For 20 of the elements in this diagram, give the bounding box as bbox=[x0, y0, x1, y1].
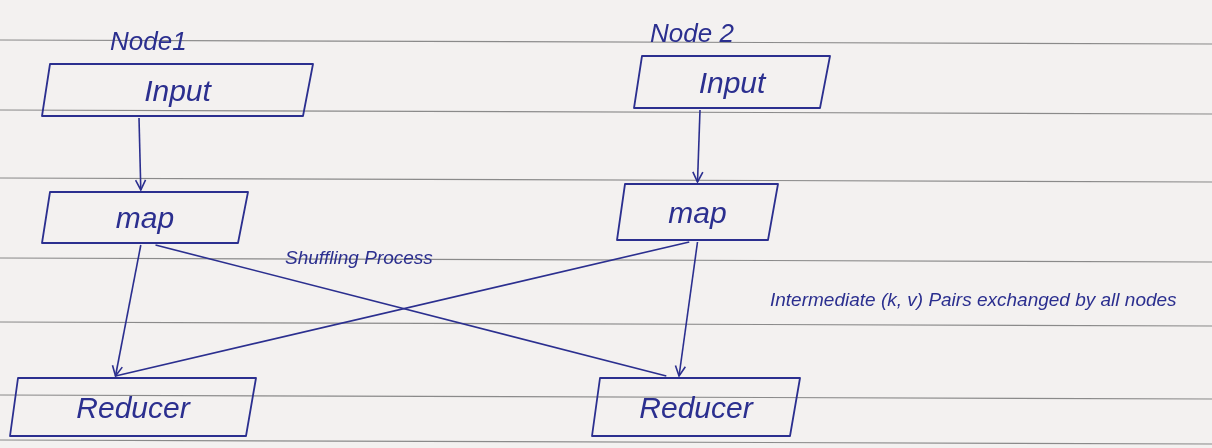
node-label: Reducer bbox=[639, 389, 753, 426]
arrow bbox=[111, 244, 142, 377]
node-label: Input bbox=[144, 72, 211, 109]
parallelogram-box bbox=[40, 62, 315, 118]
parallelogram-box bbox=[8, 376, 258, 438]
arrow bbox=[134, 117, 147, 191]
arrow bbox=[692, 109, 704, 183]
node-label: map bbox=[115, 200, 175, 236]
note-text: Intermediate (k, v) Pairs exchanged by all nodes bbox=[770, 288, 1178, 312]
parallelogram-box bbox=[632, 54, 832, 110]
parallelogram-box bbox=[590, 376, 802, 438]
process-label: Shuffling Process bbox=[285, 246, 433, 270]
node-caption: Node1 bbox=[110, 25, 187, 58]
parallelogram-box bbox=[40, 190, 250, 245]
node-label: map bbox=[668, 194, 727, 231]
arrow bbox=[674, 241, 699, 377]
node-label: Input bbox=[698, 64, 766, 101]
parallelogram-box bbox=[615, 182, 780, 242]
node-caption: Node 2 bbox=[650, 17, 734, 50]
node-label: Reducer bbox=[76, 389, 190, 426]
